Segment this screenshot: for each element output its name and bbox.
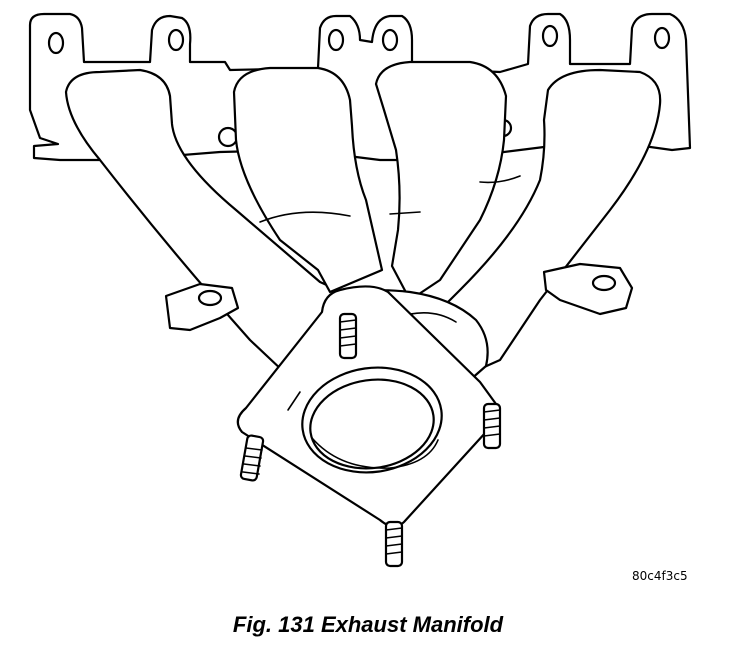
runner-outer-right <box>428 68 662 370</box>
runner-inner-right <box>374 60 521 302</box>
image-code: 80c4f3c5 <box>632 569 688 583</box>
right-mount-boss <box>542 262 634 316</box>
stud-right <box>482 402 502 450</box>
left-mount-boss <box>164 282 240 332</box>
stud-top <box>338 312 358 360</box>
outlet-port <box>301 366 443 474</box>
head-flange <box>28 12 692 162</box>
figure-caption: Fig. 131 Exhaust Manifold <box>232 612 504 637</box>
runner-inner-left <box>232 66 384 294</box>
runner-outer-left <box>64 68 362 374</box>
stud-bottom <box>384 520 404 568</box>
stud-left <box>239 434 265 482</box>
